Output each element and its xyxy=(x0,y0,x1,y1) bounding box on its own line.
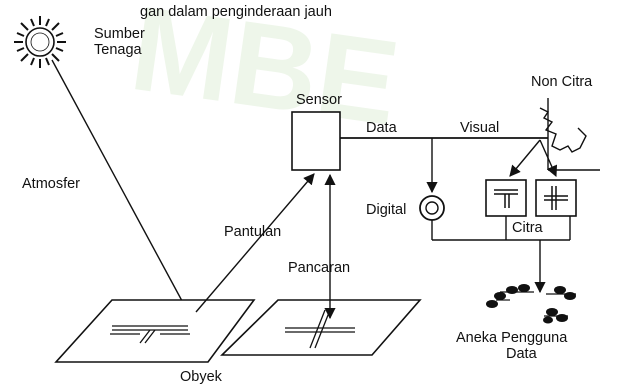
label-sensor: Sensor xyxy=(296,92,342,108)
digital-disc-icon xyxy=(419,195,445,221)
label-atmosphere: Atmosfer xyxy=(22,176,80,192)
label-emission: Pancaran xyxy=(288,260,350,276)
label-energy-source-2: Tenaga xyxy=(94,42,143,58)
object-plate-left xyxy=(54,299,256,363)
sensor-box xyxy=(291,111,341,171)
reflection-ray xyxy=(195,173,315,313)
sun-icon xyxy=(14,16,66,68)
users-group-icon xyxy=(486,284,576,324)
label-data: Data xyxy=(366,120,398,136)
label-users-1: Aneka Pengguna xyxy=(456,330,568,346)
object-plate-right xyxy=(220,299,422,356)
image-box-a xyxy=(485,179,527,217)
label-image: Citra xyxy=(512,220,544,236)
label-energy-source-1: Sumber xyxy=(94,26,145,42)
label-non-image: Non Citra xyxy=(531,74,593,90)
label-users-2: Data xyxy=(506,346,538,362)
label-digital: Digital xyxy=(366,202,406,218)
incoming-ray xyxy=(51,59,189,313)
watermark: MBE xyxy=(124,0,407,151)
image-box-b xyxy=(535,179,577,217)
visual-to-image-b xyxy=(539,139,558,178)
watermark-text: MBE xyxy=(124,0,407,151)
visual-to-image-a xyxy=(509,139,541,177)
label-reflection: Pantulan xyxy=(224,224,281,240)
header-caption: gan dalam penginderaan jauh xyxy=(140,4,332,20)
label-visual: Visual xyxy=(460,120,499,136)
label-object: Obyek xyxy=(180,369,223,385)
